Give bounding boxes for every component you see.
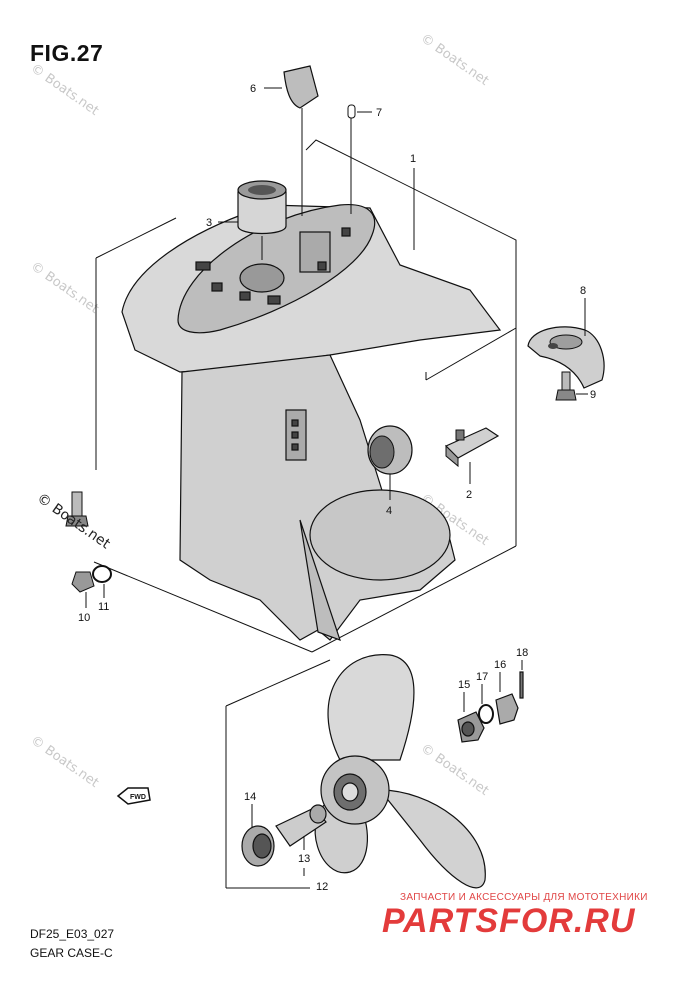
callout-15: 15 — [458, 679, 470, 691]
part-8-trim-tab — [527, 298, 605, 389]
part-3-bearing — [218, 180, 287, 260]
diagram-caption: GEAR CASE-C — [30, 946, 113, 960]
callout-17: 17 — [476, 671, 488, 683]
figure-title: FIG.27 — [30, 40, 104, 66]
watermark: © Boats.net — [28, 259, 102, 317]
callout-11: 11 — [98, 601, 109, 613]
callout-18: 18 — [516, 647, 528, 659]
watermark: © Boats.net — [418, 31, 492, 89]
part-2-anode — [444, 427, 500, 484]
callout-9: 9 — [590, 389, 596, 401]
gear-case-housing — [121, 203, 502, 641]
prop-spacer — [241, 804, 327, 876]
part-6-cap — [264, 65, 319, 216]
part-9-bolt — [555, 371, 588, 401]
propeller — [314, 654, 486, 889]
callout-8: 8 — [580, 285, 586, 297]
callout-13: 13 — [298, 853, 310, 865]
part-4-seal — [367, 425, 413, 500]
watermark: © Boats.net — [28, 61, 102, 119]
propeller-frame — [225, 659, 331, 889]
callout-12: 12 — [316, 881, 328, 893]
callout-3: 3 — [206, 217, 212, 229]
fwd-label: FWD — [130, 794, 146, 801]
callout-10: 10 — [78, 612, 90, 624]
part-7-pin — [347, 104, 372, 214]
callout-7: 7 — [376, 107, 382, 119]
callout-4: 4 — [386, 505, 392, 517]
callout-6: 6 — [250, 83, 256, 95]
watermark: © Boats.net — [418, 741, 492, 799]
part-10-11-drain-screw — [65, 491, 112, 608]
brand-logo: PARTSFOR.RU — [382, 902, 636, 940]
gear-case-frame — [93, 139, 517, 653]
forward-direction-marker: FWD — [116, 787, 151, 805]
callout-16: 16 — [494, 659, 506, 671]
callout-14: 14 — [244, 791, 256, 803]
prop-hardware — [457, 660, 524, 743]
callout-1: 1 — [410, 153, 416, 165]
watermark: © Boats.net — [28, 733, 102, 791]
brand-subtitle: ЗАПЧАСТИ И АКСЕССУАРЫ ДЛЯ МОТОТЕХНИКИ — [400, 892, 648, 903]
diagram-code: DF25_E03_027 — [30, 927, 115, 941]
callout-2: 2 — [466, 489, 472, 501]
part-callouts: 1 2 3 4 6 7 8 9 10 11 12 13 14 15 16 17 … — [78, 83, 596, 893]
